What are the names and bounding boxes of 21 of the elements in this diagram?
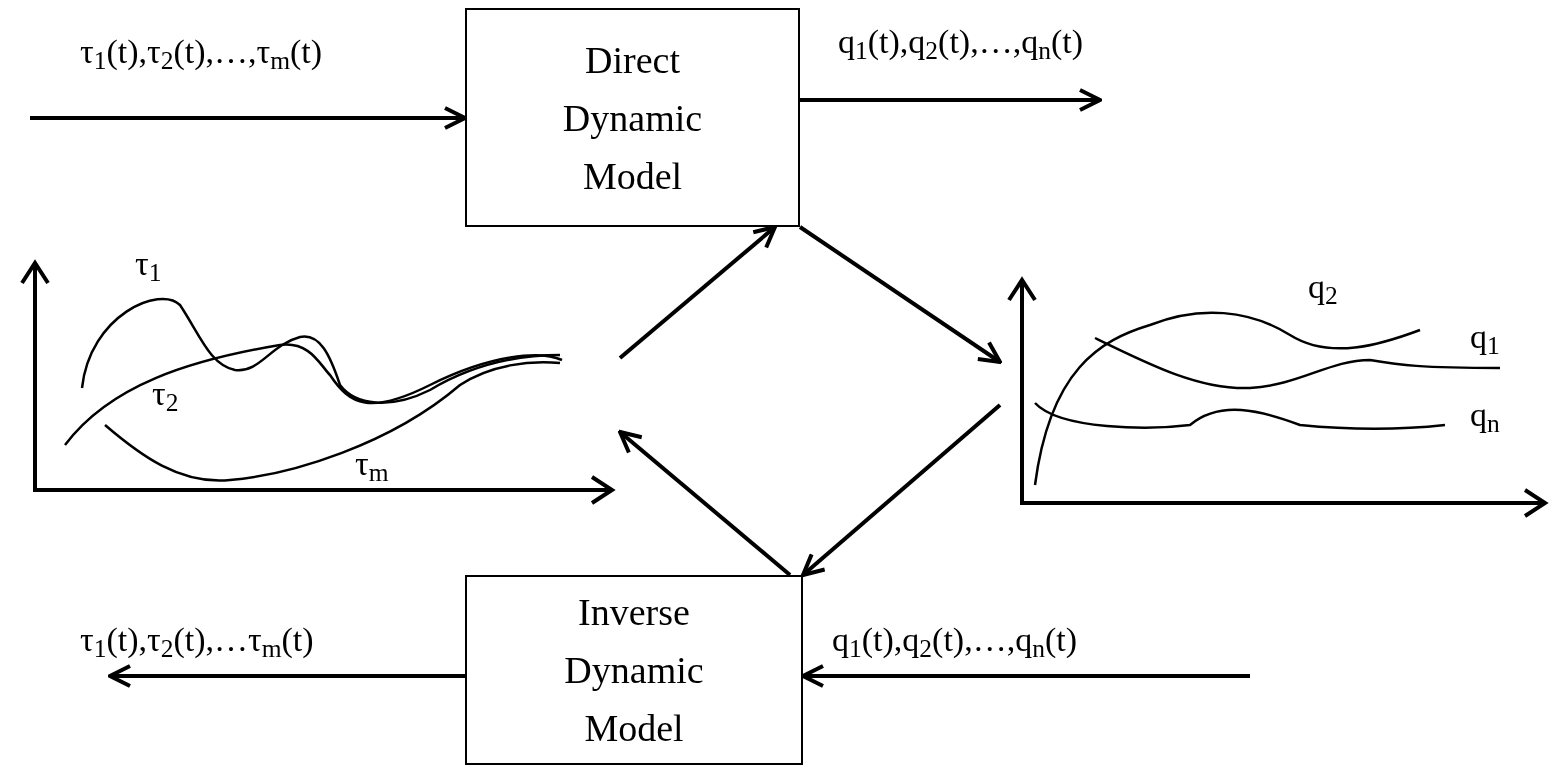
edge-label: q$_{1}$(t),q$_{2}$(t),…,q$_{n}$(t)	[832, 620, 1078, 666]
curve-label: τ$_{m}$	[355, 447, 389, 481]
arrow	[30, 106, 467, 130]
edge-label: q$_{1}$(t),q$_{2}$(t),…,q$_{n}$(t)	[838, 22, 1084, 68]
curve-label: q$_{n}$	[1470, 398, 1500, 432]
curve-label: q$_{2}$	[1308, 270, 1338, 304]
edge-label: τ$_{1}$(t),τ$_{2}$(t),…τ$_{m}$(t)	[80, 620, 314, 666]
arrow	[618, 225, 777, 360]
arrow	[800, 88, 1102, 112]
arrow	[798, 225, 1002, 364]
box-title: Inverse Dynamic Model	[563, 590, 705, 751]
model-box	[465, 8, 800, 227]
curve-label: τ$_{1}$	[135, 247, 162, 281]
box-title: Direct Dynamic Model	[561, 37, 704, 199]
arrow	[108, 664, 465, 688]
edge-label: τ$_{1}$(t),τ$_{2}$(t),…,τ$_{m}$(t)	[80, 32, 323, 78]
arrow	[618, 430, 792, 577]
model-box	[465, 575, 803, 765]
curve-label: τ$_{2}$	[152, 377, 179, 411]
curve-label: q$_{1}$	[1470, 320, 1500, 354]
arrow	[801, 403, 1002, 577]
